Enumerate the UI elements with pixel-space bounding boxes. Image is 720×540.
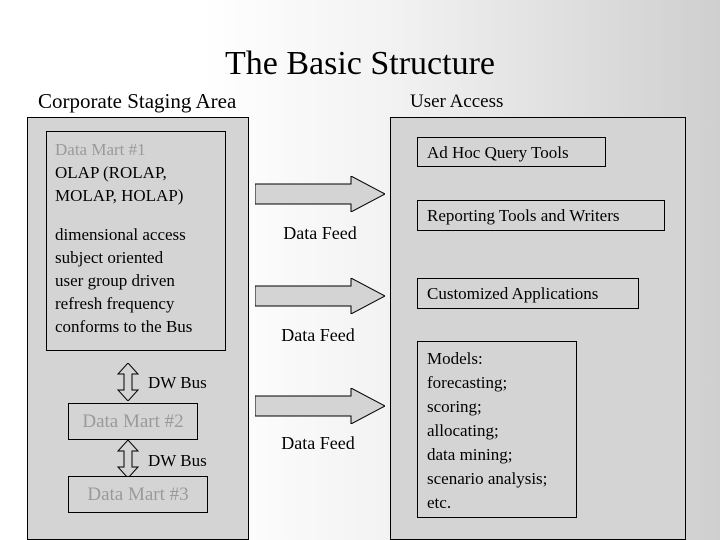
- data-feed-label-2: Data Feed: [281, 325, 355, 345]
- dw-bus-label-2: DW Bus: [148, 451, 207, 470]
- reporting-tools-label: Reporting Tools and Writers: [427, 206, 620, 225]
- data-feed-label-3: Data Feed: [281, 433, 355, 453]
- reporting-tools-box[interactable]: Reporting Tools and Writers: [417, 200, 665, 231]
- data-mart-1-attribute-4: refresh frequency: [55, 294, 175, 313]
- data-feed-arrow-3: [255, 388, 385, 424]
- models-item-3: allocating;: [427, 421, 499, 440]
- models-box[interactable]: Models: forecasting; scoring; allocating…: [417, 341, 577, 518]
- ad-hoc-query-tools-label: Ad Hoc Query Tools: [427, 143, 569, 162]
- data-mart-1-attribute-2: subject oriented: [55, 248, 164, 267]
- page-title: The Basic Structure: [224, 45, 496, 82]
- data-mart-1-line3: MOLAP, HOLAP): [55, 186, 184, 205]
- left-section-heading: Corporate Staging Area: [38, 89, 237, 113]
- data-mart-1-attribute-3: user group driven: [55, 271, 175, 290]
- right-section-heading: User Access: [410, 91, 504, 112]
- dw-bus-label-1: DW Bus: [148, 373, 207, 392]
- spacer: [55, 207, 217, 223]
- models-item-4: data mining;: [427, 445, 513, 464]
- dw-bus-double-arrow-2: [116, 439, 140, 479]
- dw-bus-double-arrow-1: [116, 362, 140, 402]
- data-mart-1-title: Data Mart #1: [55, 140, 146, 159]
- data-mart-1-line2: OLAP (ROLAP,: [55, 163, 167, 182]
- models-item-5: scenario analysis;: [427, 469, 548, 488]
- data-mart-3-box[interactable]: Data Mart #3: [68, 476, 208, 513]
- customized-applications-label: Customized Applications: [427, 284, 599, 303]
- data-mart-1-attribute-1: dimensional access: [55, 225, 186, 244]
- data-mart-1-box[interactable]: Data Mart #1 OLAP (ROLAP, MOLAP, HOLAP) …: [46, 131, 226, 351]
- data-feed-arrow-2: [255, 278, 385, 314]
- models-item-6: etc.: [427, 493, 452, 512]
- models-item-2: scoring;: [427, 397, 482, 416]
- data-feed-label-1: Data Feed: [283, 223, 357, 243]
- data-mart-2-box[interactable]: Data Mart #2: [68, 403, 198, 440]
- data-mart-3-label: Data Mart #3: [87, 484, 189, 505]
- ad-hoc-query-tools-box[interactable]: Ad Hoc Query Tools: [417, 137, 606, 167]
- customized-applications-box[interactable]: Customized Applications: [417, 278, 639, 309]
- data-feed-arrow-1: [255, 176, 385, 212]
- data-mart-2-label: Data Mart #2: [82, 411, 184, 432]
- data-mart-1-attribute-5: conforms to the Bus: [55, 317, 193, 336]
- models-heading: Models:: [427, 349, 483, 368]
- models-item-1: forecasting;: [427, 373, 508, 392]
